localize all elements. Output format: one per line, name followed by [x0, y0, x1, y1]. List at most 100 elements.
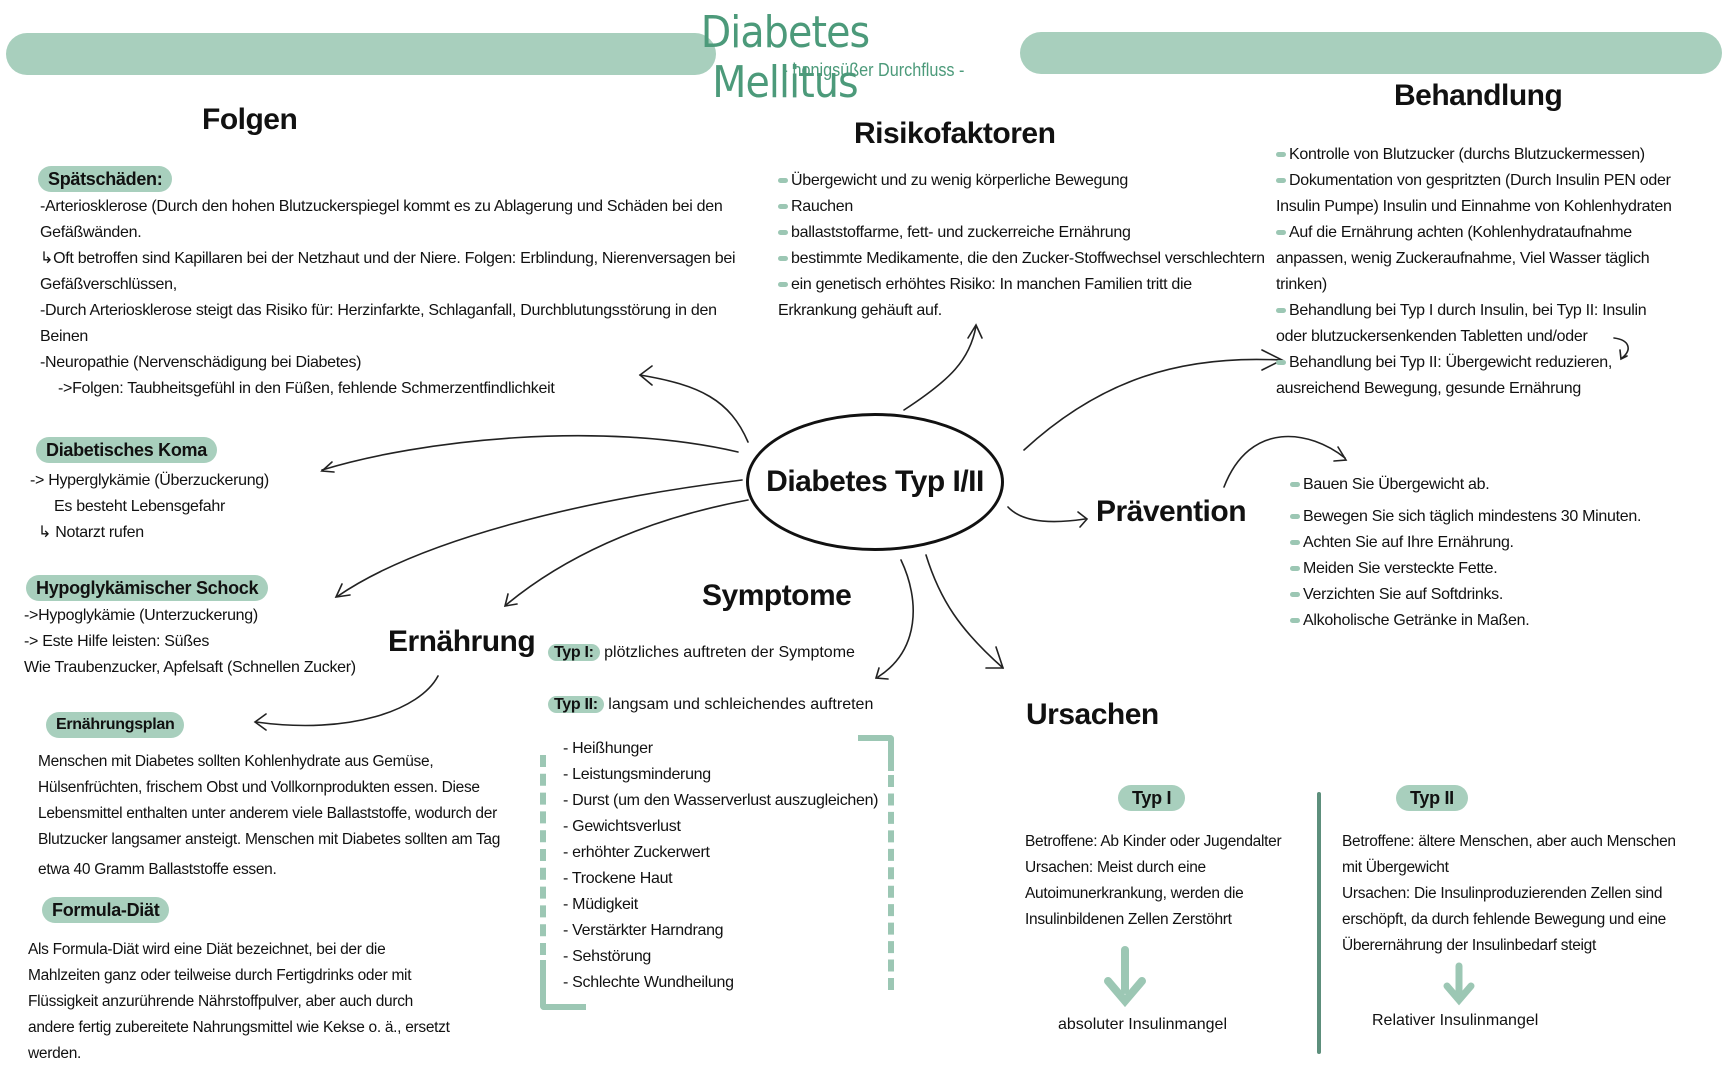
- risikofaktoren-list: Übergewicht und zu wenig körperliche Bew…: [778, 168, 1268, 324]
- symptome-typ1-text: plötzliches auftreten der Symptome: [604, 644, 855, 661]
- behandlung-line: Dokumentation von gespritzten (Durch Ins…: [1276, 168, 1716, 194]
- praevention-item: Alkoholische Getränke in Maßen.: [1290, 608, 1710, 634]
- behandlung-line: Auf die Ernährung achten (Kohlenhydratau…: [1276, 220, 1716, 246]
- ursachen-typ2-result: Relativer Insulinmangel: [1372, 1012, 1539, 1029]
- praevention-item: Meiden Sie versteckte Fette.: [1290, 556, 1710, 582]
- spaetschaeden-line: ->Folgen: Taubheitsgefühl in den Füßen, …: [58, 380, 555, 397]
- arrow-to-ernaehrungsplan: [255, 675, 439, 727]
- arrow-to-symptome: [877, 559, 914, 678]
- ursachen-typ2-line: Ursachen: Die Insulinproduzierenden Zell…: [1342, 885, 1663, 902]
- arrow-to-koma: [321, 434, 739, 471]
- symptome-typ2: Typ II: langsam und schleichendes auftre…: [548, 692, 873, 718]
- spaetschaeden-text: -Arteriosklerose (Durch den hohen Blutzu…: [40, 194, 740, 402]
- arrow-to-schock: [337, 479, 743, 597]
- praevention-item: Bewegen Sie sich täglich mindestens 30 M…: [1290, 504, 1710, 530]
- arrowhead-symptome: [874, 667, 889, 680]
- symptome-bracket-right-dashes: [888, 775, 894, 990]
- risikofaktor-item: ein genetisch erhöhtes Risiko: In manche…: [778, 272, 1268, 298]
- symptome-bracket-left-dashes: [540, 755, 546, 955]
- heading-ernaehrung: Ernährung: [382, 620, 542, 662]
- pill-hypoglykaemischer-schock: Hypoglykämischer Schock: [26, 575, 269, 601]
- arrow-to-praevention-list: [1223, 435, 1346, 488]
- behandlung-line: oder blutzuckersenkenden Tabletten und/o…: [1276, 328, 1588, 345]
- ursachen-typ1-line: Insulinbildenen Zellen Zerstöhrt: [1025, 911, 1232, 928]
- arrow-to-folgen: [639, 374, 749, 443]
- spaetschaeden-line: -Neuropathie (Nervenschädigung bei Diabe…: [40, 354, 362, 371]
- koma-line: Es besteht Lebensgefahr: [54, 498, 226, 515]
- spaetschaeden-line: Gefäßverschlüssen,: [40, 276, 177, 293]
- symptome-typ1: Typ I: plötzliches auftreten der Symptom…: [548, 640, 855, 666]
- arrowhead-koma: [320, 461, 335, 473]
- schock-text: ->Hypoglykämie (Unterzuckerung) -> Este …: [24, 603, 384, 681]
- heading-behandlung: Behandlung: [1388, 74, 1569, 116]
- formula-diaet-line: Mahlzeiten ganz oder teilweise durch Fer…: [28, 967, 412, 984]
- arrow-to-ursachen: [925, 554, 1004, 669]
- symptom-item: - erhöhter Zuckerwert: [563, 844, 710, 861]
- behandlung-line: Behandlung bei Typ I durch Insulin, bei …: [1276, 298, 1716, 324]
- arrowhead-ursachen: [985, 646, 1005, 669]
- heading-ursachen: Ursachen: [1020, 693, 1165, 735]
- symptom-item: - Müdigkeit: [563, 896, 638, 913]
- symptom-item: - Schlechte Wundheilung: [563, 974, 734, 991]
- down-arrow-icon: [1443, 962, 1475, 1006]
- symptom-item: - Heißhunger: [563, 740, 653, 757]
- symptom-item: - Gewichtsverlust: [563, 818, 681, 835]
- ernaehrungsplan-line: Lebensmittel enthalten unter anderem vie…: [38, 805, 497, 822]
- pill-formula-diaet: Formula-Diät: [42, 897, 170, 923]
- arrowhead-schock: [334, 583, 351, 598]
- heading-folgen: Folgen: [196, 98, 304, 140]
- schock-line: ->Hypoglykämie (Unterzuckerung): [24, 607, 258, 624]
- praevention-item: Verzichten Sie auf Softdrinks.: [1290, 582, 1710, 608]
- ursachen-typ1-line: Ursachen: Meist durch eine: [1025, 859, 1206, 876]
- arrow-to-ernaehrung: [505, 499, 749, 606]
- formula-diaet-line: Flüssigkeit anzurührende Nährstoffpulver…: [28, 993, 413, 1010]
- risikofaktor-item: Übergewicht und zu wenig körperliche Bew…: [778, 168, 1268, 194]
- pill-spaetschaeden: Spätschäden:: [38, 166, 173, 192]
- symptome-bracket-top-right: [858, 735, 894, 771]
- heading-symptome: Symptome: [696, 574, 858, 616]
- behandlung-line: anpassen, wenig Zuckeraufnahme, Viel Was…: [1276, 250, 1650, 267]
- koma-line: ↳ Notarzt rufen: [38, 524, 144, 541]
- risikofaktor-item: bestimmte Medikamente, die den Zucker-St…: [778, 246, 1268, 272]
- header-banner-left: [6, 33, 716, 75]
- risikofaktor-continuation: Erkrankung gehäuft auf.: [778, 302, 942, 319]
- behandlung-line: Insulin Pumpe) Insulin und Einnahme von …: [1276, 198, 1672, 215]
- pill-symptome-typ2: Typ II:: [548, 696, 604, 713]
- page-subtitle: - honigsüßer Durchfluss -: [782, 60, 965, 80]
- ernaehrungsplan-line: Blutzucker langsamer ansteigt. Menschen …: [38, 831, 501, 848]
- formula-diaet-line: andere fertig zubereitete Nahrungsmittel…: [28, 1019, 450, 1036]
- pill-diabetisches-koma: Diabetisches Koma: [36, 437, 217, 463]
- pill-ursachen-typ2: Typ II: [1396, 785, 1468, 811]
- formula-diaet-text: Als Formula-Diät wird eine Diät bezeichn…: [28, 937, 508, 1067]
- ernaehrungsplan-line: etwa 40 Gramm Ballaststoffe essen.: [38, 861, 277, 878]
- pill-ursachen-typ1: Typ I: [1118, 785, 1186, 811]
- symptom-item: - Leistungsminderung: [563, 766, 711, 783]
- ursachen-typ1-line: Autoimunerkrankung, werden die: [1025, 885, 1244, 902]
- down-arrow-icon: [1104, 946, 1146, 1008]
- behandlung-line: ausreichend Bewegung, gesunde Ernährung: [1276, 380, 1581, 397]
- arrowhead-ernaehrungsplan: [253, 713, 267, 731]
- symptome-typ2-text: langsam und schleichendes auftreten: [608, 696, 874, 713]
- central-node-label: Diabetes Typ I/II: [766, 465, 984, 498]
- arrow-to-behandlung: [1023, 358, 1281, 451]
- praevention-list: Bauen Sie Übergewicht ab. Bewegen Sie si…: [1290, 472, 1710, 634]
- typ-separator: [1317, 792, 1321, 1054]
- ursachen-typ1-line: Betroffene: Ab Kinder oder Jugendalter: [1025, 833, 1282, 850]
- schock-line: -> Este Hilfe leisten: Süßes: [24, 633, 210, 650]
- formula-diaet-line: werden.: [28, 1045, 82, 1062]
- behandlung-line: Kontrolle von Blutzucker (durchs Blutzuc…: [1276, 142, 1716, 168]
- ernaehrungsplan-line: Hülsenfrüchten, frischem Obst und Vollko…: [38, 779, 480, 796]
- koma-line: -> Hyperglykämie (Überzuckerung): [30, 472, 269, 489]
- ernaehrungsplan-text: Menschen mit Diabetes sollten Kohlenhydr…: [38, 749, 528, 883]
- praevention-item: Bauen Sie Übergewicht ab.: [1290, 472, 1710, 498]
- ursachen-typ2-line: mit Übergewicht: [1342, 859, 1449, 876]
- ernaehrungsplan-line: Menschen mit Diabetes sollten Kohlenhydr…: [38, 753, 434, 770]
- behandlung-line: Behandlung bei Typ II: Übergewicht reduz…: [1276, 350, 1716, 376]
- arrow-to-risikofaktoren: [903, 325, 977, 411]
- symptom-item: - Trockene Haut: [563, 870, 673, 887]
- heading-praevention: Prävention: [1090, 490, 1253, 532]
- header-banner-right: [1020, 32, 1722, 74]
- arrowhead-folgen: [638, 365, 653, 386]
- praevention-item: Achten Sie auf Ihre Ernährung.: [1290, 530, 1710, 556]
